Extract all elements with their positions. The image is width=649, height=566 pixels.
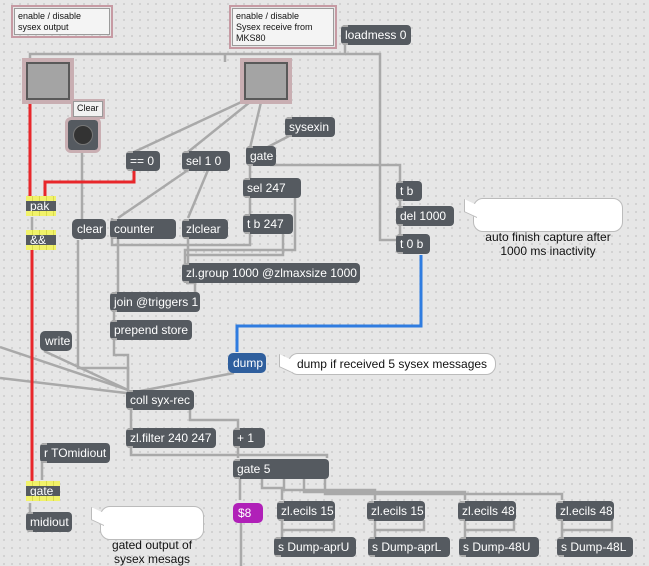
- msg-dollar8[interactable]: $8: [233, 503, 263, 523]
- obj-rtomidiout[interactable]: r TOmidiout: [40, 443, 110, 463]
- cord: [129, 447, 329, 458]
- outlet-bar: [26, 211, 56, 216]
- cord: [0, 345, 129, 392]
- obj-zlfilter[interactable]: zl.filter 240 247: [126, 428, 216, 448]
- obj-gate-output-label: gate: [30, 484, 54, 498]
- obj-pak-label: pak: [30, 199, 50, 213]
- cord: [282, 520, 336, 532]
- obj-del1000[interactable]: del 1000: [396, 206, 454, 226]
- cord: [248, 97, 264, 149]
- cord: [186, 233, 285, 257]
- cord: [282, 479, 377, 500]
- obj-zlecils-4[interactable]: zl.ecils 48: [556, 501, 614, 521]
- inlet-bar: [26, 481, 60, 486]
- cord: [465, 520, 516, 532]
- bubble-auto-finish-text: auto finish capture after 1000 ms inacti…: [485, 230, 611, 258]
- bubble-gated-output: gated output of sysex mesags: [91, 506, 204, 566]
- obj-tb247[interactable]: t b 247: [243, 214, 293, 234]
- obj-loadmess[interactable]: loadmess 0: [341, 25, 411, 45]
- cord: [187, 97, 256, 153]
- toggle-sysex-output[interactable]: [22, 58, 74, 104]
- cord: [133, 96, 251, 154]
- obj-send-aprU[interactable]: s Dump-aprU: [274, 537, 356, 557]
- cord: [183, 197, 297, 263]
- cord: [323, 479, 564, 500]
- obj-pak[interactable]: pak: [26, 196, 56, 216]
- obj-gate-output[interactable]: gate: [26, 481, 60, 501]
- toggle-sysex-receive[interactable]: [240, 58, 292, 104]
- cord: [129, 371, 235, 395]
- cord: [0, 376, 127, 395]
- obj-sel247[interactable]: sel 247: [243, 178, 301, 198]
- bubble-dump-hint: dump if received 5 sysex messages: [279, 353, 496, 375]
- comment-sysex-output: enable / disable sysex output: [11, 5, 113, 38]
- obj-send-48L[interactable]: s Dump-48L: [557, 537, 633, 557]
- comment-sysex-receive: enable / disable Sysex receive from MKS8…: [229, 5, 337, 49]
- cord: [186, 281, 197, 292]
- obj-andand-label: &&: [30, 233, 47, 247]
- cord: [260, 479, 284, 500]
- msg-write[interactable]: write: [40, 331, 72, 351]
- obj-send-aprL[interactable]: s Dump-aprL: [368, 537, 450, 557]
- obj-sysexin[interactable]: sysexin: [285, 117, 335, 137]
- outlet-bar: [26, 496, 60, 501]
- obj-sel10[interactable]: sel 1 0: [182, 151, 230, 171]
- clear-bang-button[interactable]: [65, 117, 101, 153]
- bubble-auto-finish: auto finish capture after 1000 ms inacti…: [464, 198, 623, 258]
- bubble-gated-output-text: gated output of sysex mesags: [111, 538, 193, 566]
- cord: [378, 185, 398, 242]
- obj-midiout[interactable]: midiout: [26, 512, 72, 532]
- cord: [112, 339, 130, 390]
- bang-indicator: [73, 125, 93, 145]
- msg-dump[interactable]: dump: [228, 353, 266, 373]
- cord: [345, 52, 382, 185]
- outlet-bar: [26, 245, 56, 250]
- obj-tb[interactable]: t b: [396, 181, 422, 201]
- clear-label: Clear: [71, 99, 105, 119]
- blue-cord: [235, 255, 423, 352]
- cord: [186, 169, 210, 219]
- obj-prepend[interactable]: prepend store: [110, 320, 192, 340]
- cord: [270, 163, 402, 183]
- obj-coll[interactable]: coll syx-rec: [126, 390, 194, 410]
- obj-counter[interactable]: counter: [110, 219, 176, 239]
- obj-eq0[interactable]: == 0: [126, 151, 160, 171]
- cord: [117, 168, 189, 220]
- msg-clear[interactable]: clear: [72, 219, 106, 239]
- red-cord: [43, 170, 136, 196]
- obj-zlecils-3[interactable]: zl.ecils 48: [458, 501, 516, 521]
- obj-send-48U[interactable]: s Dump-48U: [459, 537, 539, 557]
- cord: [188, 410, 240, 428]
- obj-join[interactable]: join @triggers 1: [110, 292, 200, 312]
- inlet-bar: [26, 230, 56, 235]
- bubble-dump-hint-text: dump if received 5 sysex messages: [296, 357, 488, 371]
- cord: [76, 240, 130, 390]
- obj-zlecils-2[interactable]: zl.ecils 15: [367, 501, 425, 521]
- cord: [28, 45, 347, 62]
- cord: [562, 520, 614, 532]
- obj-t0b[interactable]: t 0 b: [396, 234, 430, 254]
- obj-plus1[interactable]: + 1: [233, 428, 265, 448]
- obj-zlecils-1[interactable]: zl.ecils 15: [277, 501, 335, 521]
- cord: [375, 520, 426, 532]
- obj-zlgroup[interactable]: zl.group 1000 @zlmaxsize 1000: [182, 263, 360, 283]
- obj-gate-receive[interactable]: gate: [246, 146, 276, 166]
- cord: [43, 349, 129, 392]
- obj-gate5[interactable]: gate 5: [233, 459, 329, 479]
- obj-andand[interactable]: &&: [26, 230, 56, 250]
- obj-zlclear[interactable]: zlclear: [182, 219, 228, 239]
- inlet-bar: [26, 196, 56, 201]
- cord: [302, 479, 467, 500]
